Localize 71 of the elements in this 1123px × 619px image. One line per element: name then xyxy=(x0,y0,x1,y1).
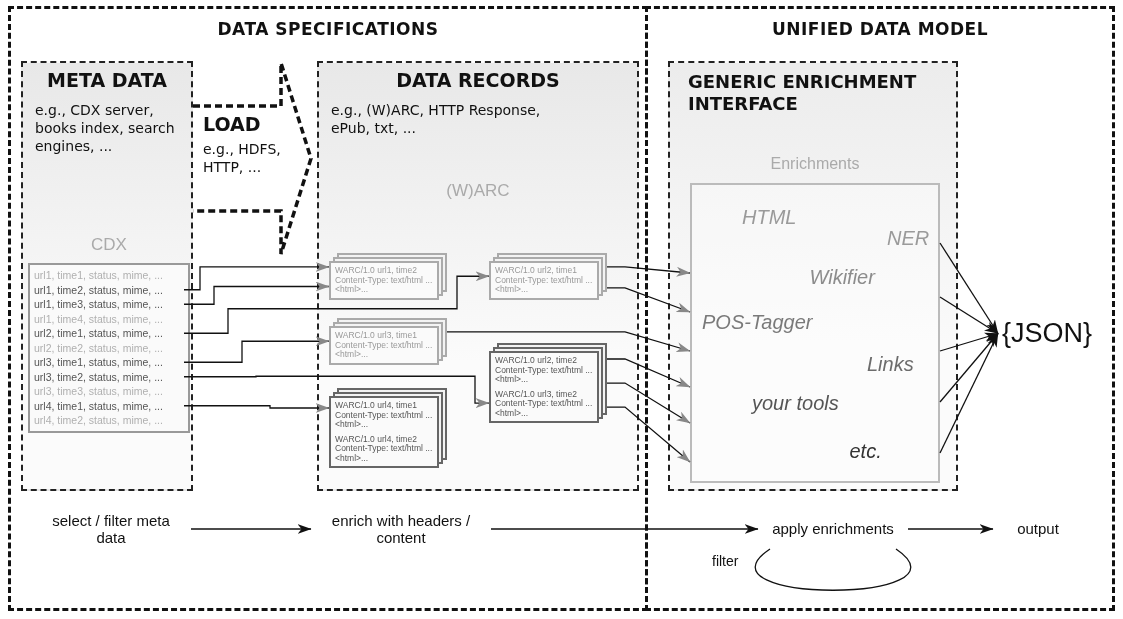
record-text: WARC/1.0 url3, time1 Content-Type: text/html ... <html>... xyxy=(335,331,433,360)
group-box xyxy=(317,61,639,491)
box-heading: Enrichments xyxy=(769,155,861,173)
section-title: UNIFIED DATA MODEL xyxy=(770,19,990,39)
step-text: enrich with headers / content xyxy=(311,509,491,549)
arrow xyxy=(907,524,994,534)
arrow xyxy=(183,375,490,409)
section-panel xyxy=(8,6,648,611)
enrichment-name: NER xyxy=(887,227,930,250)
record-text: WARC/1.0 url2, time2 Content-Type: text/html ... <html>... xyxy=(495,356,593,385)
arrow xyxy=(183,336,330,363)
arrow xyxy=(490,524,759,534)
arrow xyxy=(183,261,330,291)
step-text: select / filter meta data xyxy=(31,509,191,549)
arrow xyxy=(606,406,691,463)
table-row: url1, time1, status, mime, ... xyxy=(34,268,184,283)
document-stack xyxy=(489,343,607,424)
record-text: WARC/1.0 url3, time2 Content-Type: text/html ... <html>... xyxy=(495,389,593,419)
record-text: WARC/1.0 url4, time2 Content-Type: text/html ... <html>... xyxy=(335,434,433,464)
enrichment-name: POS-Tagger xyxy=(702,311,813,334)
document-stack xyxy=(329,253,447,300)
arrow xyxy=(183,271,490,334)
output-format: {JSON} xyxy=(998,318,1093,349)
record-text: WARC/1.0 url2, time1 Content-Type: text/html ... <html>... xyxy=(495,266,593,295)
table-row: url2, time2, status, mime, ... xyxy=(34,340,184,355)
load-title: LOAD xyxy=(203,113,261,135)
table-row: url1, time3, status, mime, ... xyxy=(34,297,184,312)
arrow xyxy=(606,266,691,277)
table-row: url3, time2, status, mime, ... xyxy=(34,369,184,384)
table-row: url3, time3, status, mime, ... xyxy=(34,384,184,399)
arrow xyxy=(606,382,691,424)
table-row: url4, time1, status, mime, ... xyxy=(34,398,184,413)
step-text: apply enrichments xyxy=(758,509,908,549)
table-row: url1, time4, status, mime, ... xyxy=(34,311,184,326)
box-description: e.g., (W)ARC, HTTP Response, ePub, txt, ... xyxy=(331,101,542,138)
document-stack xyxy=(329,318,447,365)
box-title: GENERIC ENRICHMENT INTERFACE xyxy=(688,71,918,115)
enrichment-name: Wikifier xyxy=(809,266,875,289)
arrow xyxy=(606,287,691,313)
record-text: WARC/1.0 url1, time2 Content-Type: text/html ... <html>... xyxy=(335,266,433,295)
section-panel xyxy=(645,6,1115,611)
arrow xyxy=(446,331,691,352)
box-title: META DATA xyxy=(46,69,168,91)
arrow xyxy=(939,332,999,403)
table-row: url2, time1, status, mime, ... xyxy=(34,326,184,341)
record-text: WARC/1.0 url4, time1 Content-Type: text/html ... <html>... xyxy=(335,401,433,430)
table-row: url4, time2, status, mime, ... xyxy=(34,413,184,428)
enrichment-name: your tools xyxy=(752,392,839,415)
document-stack xyxy=(489,253,607,300)
enrichment-name: etc. xyxy=(849,440,882,463)
edge-label: filter xyxy=(710,553,741,569)
table-row: url1, time2, status, mime, ... xyxy=(34,282,184,297)
interface-box xyxy=(668,61,958,491)
enrichment-name: HTML xyxy=(742,206,797,229)
load-description: e.g., HDFS, HTTP, ... xyxy=(203,141,281,176)
arrow xyxy=(183,403,330,413)
table-heading: CDX xyxy=(90,235,128,255)
arrow xyxy=(190,524,312,534)
arrow xyxy=(939,296,999,335)
step-text: output xyxy=(993,509,1083,549)
arrow xyxy=(183,281,330,305)
box-description: e.g., CDX server, books index, search engines, ... xyxy=(35,101,176,156)
arrow xyxy=(939,332,999,352)
enrichment-name: Links xyxy=(867,353,914,376)
section-title: DATA SPECIFICATIONS xyxy=(216,19,440,39)
box-title: DATA RECORDS xyxy=(395,69,561,91)
group-box xyxy=(21,61,193,491)
document-stack xyxy=(329,388,447,469)
arrow xyxy=(606,358,691,388)
table-row: url3, time1, status, mime, ... xyxy=(34,355,184,370)
format-heading: (W)ARC xyxy=(445,181,511,201)
